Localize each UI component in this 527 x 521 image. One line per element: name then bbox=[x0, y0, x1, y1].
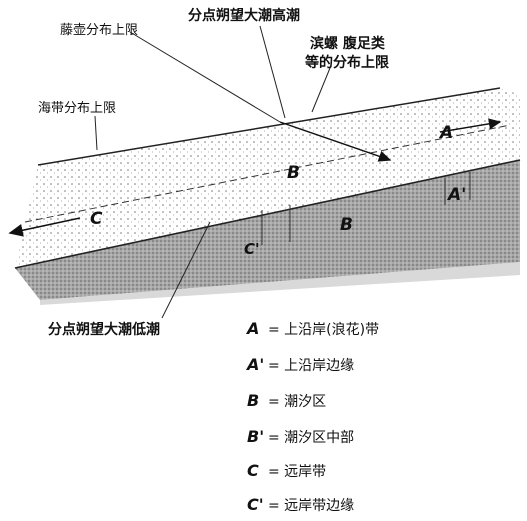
kelp-boundary-line bbox=[37, 87, 501, 166]
arrow-a bbox=[439, 118, 502, 133]
zone-c: C bbox=[90, 209, 103, 229]
legend-text-1: = 上沿岸(浪花)带 bbox=[268, 322, 379, 338]
legend-key-1: A bbox=[245, 319, 259, 338]
pointer-high-tide bbox=[259, 25, 286, 119]
label-highest-spring-tide: 分点朔望大潮高潮 bbox=[188, 7, 300, 24]
legend-text-3: = 潮汐区 bbox=[268, 394, 326, 410]
label-snail-line2: 等的分布上限 bbox=[305, 54, 389, 71]
pointer-kelp bbox=[94, 115, 98, 151]
arrow-b bbox=[279, 121, 392, 162]
zone-b: B bbox=[287, 163, 300, 183]
pointer-low-tide bbox=[161, 221, 211, 319]
pointer-snail bbox=[311, 67, 331, 113]
zone-a: A bbox=[438, 123, 453, 143]
zone-a-prime: A' bbox=[446, 185, 466, 205]
zone-b-prime: B bbox=[340, 215, 353, 235]
label-kelp-upper-limit: 海带分布上限 bbox=[38, 101, 116, 116]
legend-text-5: = 远岸带 bbox=[268, 464, 326, 480]
legend: A = 上沿岸(浪花)带 A' = 上沿岸边缘 B = 潮汐区 B' = 潮汐区… bbox=[245, 319, 379, 514]
label-snail-line1: 滨螺 腹足类 bbox=[310, 35, 386, 52]
rock-face-lower bbox=[40, 262, 520, 305]
shore-edge-line bbox=[14, 159, 521, 269]
label-lowest-spring-tide: 分点朔望大潮低潮 bbox=[48, 321, 160, 338]
legend-key-6: C' bbox=[247, 495, 264, 514]
label-algae-upper-limit: 藤壶分布上限 bbox=[60, 23, 138, 38]
legend-text-4: = 潮汐区中部 bbox=[268, 430, 354, 446]
legend-text-6: = 远岸带边缘 bbox=[268, 498, 354, 514]
legend-key-3: B bbox=[247, 391, 259, 410]
shore-surface bbox=[15, 88, 520, 268]
legend-key-4: B' bbox=[247, 427, 264, 446]
legend-key-5: C bbox=[247, 461, 259, 480]
arrow-c bbox=[8, 217, 81, 237]
pointer-algae bbox=[129, 31, 281, 123]
zone-c-prime: C' bbox=[244, 240, 260, 258]
mid-line bbox=[24, 124, 511, 223]
rock-face bbox=[15, 160, 520, 300]
legend-text-2: = 上沿岸边缘 bbox=[268, 358, 354, 374]
legend-key-2: A' bbox=[245, 355, 264, 374]
